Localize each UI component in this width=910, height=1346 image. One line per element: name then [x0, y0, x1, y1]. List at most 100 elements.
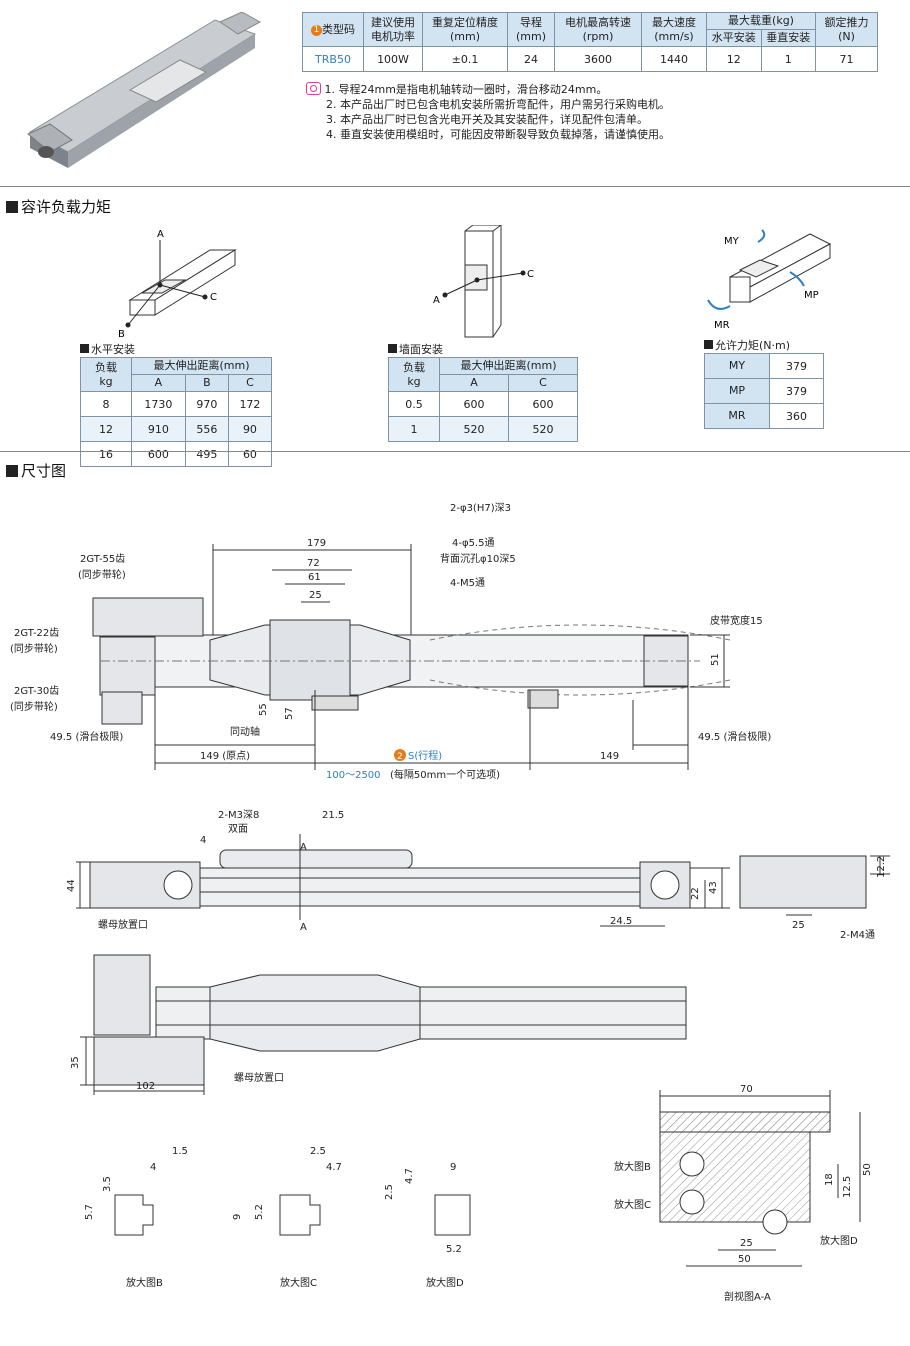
- b-4: 4: [150, 1162, 156, 1173]
- aa-18: 18: [824, 1173, 835, 1186]
- dim-21-5: 21.5: [322, 810, 344, 821]
- dim-179: 179: [307, 538, 326, 549]
- range-note: (每隔50mm一个可选项): [390, 768, 500, 781]
- aa-enlD: 放大图D: [820, 1234, 858, 1247]
- dim-43: 43: [708, 881, 719, 894]
- hole-2: 4-φ5.5通: [452, 537, 494, 549]
- caption-C: 放大图C: [280, 1276, 317, 1289]
- note-1: 1. 导程24mm是指电机轴转动一圈时，滑台移动24mm。: [324, 83, 608, 96]
- enlarged-views: 1.5 4 3.5 5.7 2.5 4.7 9 5.2 9 4.7 2.5 5.…: [84, 1146, 471, 1289]
- b-1-5: 1.5: [172, 1146, 188, 1157]
- svg-text:MP: MP: [804, 290, 819, 301]
- spec-max-speed: 1440: [641, 46, 707, 72]
- dim-25b: 25: [792, 920, 805, 931]
- c-4-7: 4.7: [326, 1162, 342, 1173]
- spec-header-load-h: 水平安装: [706, 29, 762, 47]
- b-5-7: 5.7: [84, 1204, 95, 1220]
- hole-1: 2-φ3(H7)深3: [450, 502, 511, 514]
- note-4: 4. 垂直安装使用模组时，可能因皮带断裂导致负载掉落，请谨慎使用。: [326, 128, 670, 141]
- b-3-5: 3.5: [102, 1176, 113, 1192]
- c-9: 9: [232, 1214, 243, 1220]
- m3: 2-M3深8: [218, 809, 259, 821]
- side-view-drawing: 2-M3深8 双面 21.5 4 A A 44 22 43 24.5 螺母放置口…: [66, 809, 890, 940]
- section-title-load: 容许负载力矩: [6, 196, 111, 217]
- dim-12-2: 12.2: [876, 856, 887, 878]
- spec-header-power: 建议使用 电机功率: [363, 12, 423, 47]
- label-A: A: [157, 229, 164, 240]
- notes: 1. 导程24mm是指电机轴转动一圈时，滑台移动24mm。 2. 本产品出厂时已…: [306, 82, 670, 142]
- dim-25: 25: [309, 590, 322, 601]
- dim-44: 44: [66, 879, 77, 892]
- caption-B: 放大图B: [126, 1276, 163, 1289]
- dim-22: 22: [690, 887, 701, 900]
- wall-title: 墙面安装: [388, 341, 443, 357]
- spec-header-motor-speed: 电机最高转速(rpm): [554, 12, 642, 47]
- c-2-5: 2.5: [310, 1146, 326, 1157]
- aa-12-5: 12.5: [842, 1176, 853, 1198]
- dim-24-5: 24.5: [610, 916, 632, 927]
- section-title-dims: 尺寸图: [6, 460, 66, 481]
- caption-D: 放大图D: [426, 1276, 464, 1289]
- m3b: 双面: [228, 823, 248, 835]
- dim-51: 51: [710, 653, 721, 666]
- spec-model: TRB50: [302, 46, 364, 72]
- dim-55: 55: [258, 703, 269, 716]
- d-4-7: 4.7: [404, 1168, 415, 1184]
- pulley-22: 2GT-22齿: [14, 627, 59, 639]
- dim-4: 4: [200, 835, 206, 846]
- spec-load-v: 1: [760, 46, 816, 72]
- shaft: 同动轴: [230, 725, 260, 738]
- spec-repeat: ±0.1: [422, 46, 508, 72]
- origin: 149 (原点): [200, 750, 250, 762]
- pulley-22b: (同步带轮): [10, 642, 58, 655]
- limit-right: 49.5 (滑台极限): [698, 730, 771, 743]
- moment-title: 允许力矩(N·m): [704, 337, 790, 353]
- c-5-2: 5.2: [254, 1204, 265, 1220]
- divider: [0, 186, 910, 187]
- spec-header-lead: 导程(mm): [507, 12, 555, 47]
- spec-badge: 1: [311, 24, 322, 36]
- hole-3: 4-M5通: [450, 577, 485, 589]
- horizontal-title: 水平安装: [80, 341, 135, 357]
- label-C: C: [210, 292, 217, 303]
- nut-port-1: 螺母放置口: [98, 918, 148, 931]
- aa-50b: 50: [738, 1254, 751, 1265]
- range: 100～2500: [326, 770, 381, 781]
- spec-motor-speed: 3600: [554, 46, 642, 72]
- spec-thrust: 71: [815, 46, 878, 72]
- nut-port-2: 螺母放置口: [234, 1071, 284, 1084]
- aa-enlB: 放大图B: [614, 1160, 651, 1173]
- stroke: S(行程): [408, 749, 442, 762]
- d-9: 9: [450, 1162, 456, 1173]
- hole-2b: 背面沉孔φ10深5: [440, 552, 516, 565]
- dim-57: 57: [284, 707, 295, 720]
- spec-lead: 24: [507, 46, 555, 72]
- belt-width: 皮带宽度15: [710, 614, 763, 627]
- spec-power: 100W: [363, 46, 423, 72]
- aa-enlC: 放大图C: [614, 1198, 651, 1211]
- secA-bottom: A: [300, 922, 307, 933]
- wall-diagram: C A: [433, 225, 534, 338]
- label-B: B: [118, 329, 125, 340]
- stroke-badge: 2: [397, 752, 403, 762]
- d-2-5: 2.5: [384, 1184, 395, 1200]
- aa-70: 70: [740, 1084, 753, 1095]
- spec-header-repeat: 重复定位精度(mm): [422, 12, 508, 47]
- svg-text:MY: MY: [724, 236, 740, 247]
- top-view-drawing: 179 72 61 25 2-φ3(H7)深3 4-φ5.5通 背面沉孔φ10深…: [10, 502, 771, 781]
- horizontal-diagram: A C B: [118, 229, 237, 340]
- pulley-55: 2GT-55齿: [80, 553, 125, 565]
- dim-102: 102: [136, 1081, 155, 1092]
- note-icon: [306, 82, 321, 95]
- pulley-30: 2GT-30齿: [14, 685, 59, 697]
- pulley-55b: (同步带轮): [78, 568, 126, 581]
- svg-text:C: C: [527, 269, 534, 280]
- limit-left: 49.5 (滑台极限): [50, 730, 123, 743]
- m4: 2-M4通: [840, 929, 875, 940]
- note-2: 2. 本产品出厂时已包含电机安装所需折弯配件，用户需另行采购电机。: [326, 98, 670, 111]
- moment-diagram: MY MP MR: [707, 229, 832, 331]
- dim-149: 149: [600, 751, 619, 762]
